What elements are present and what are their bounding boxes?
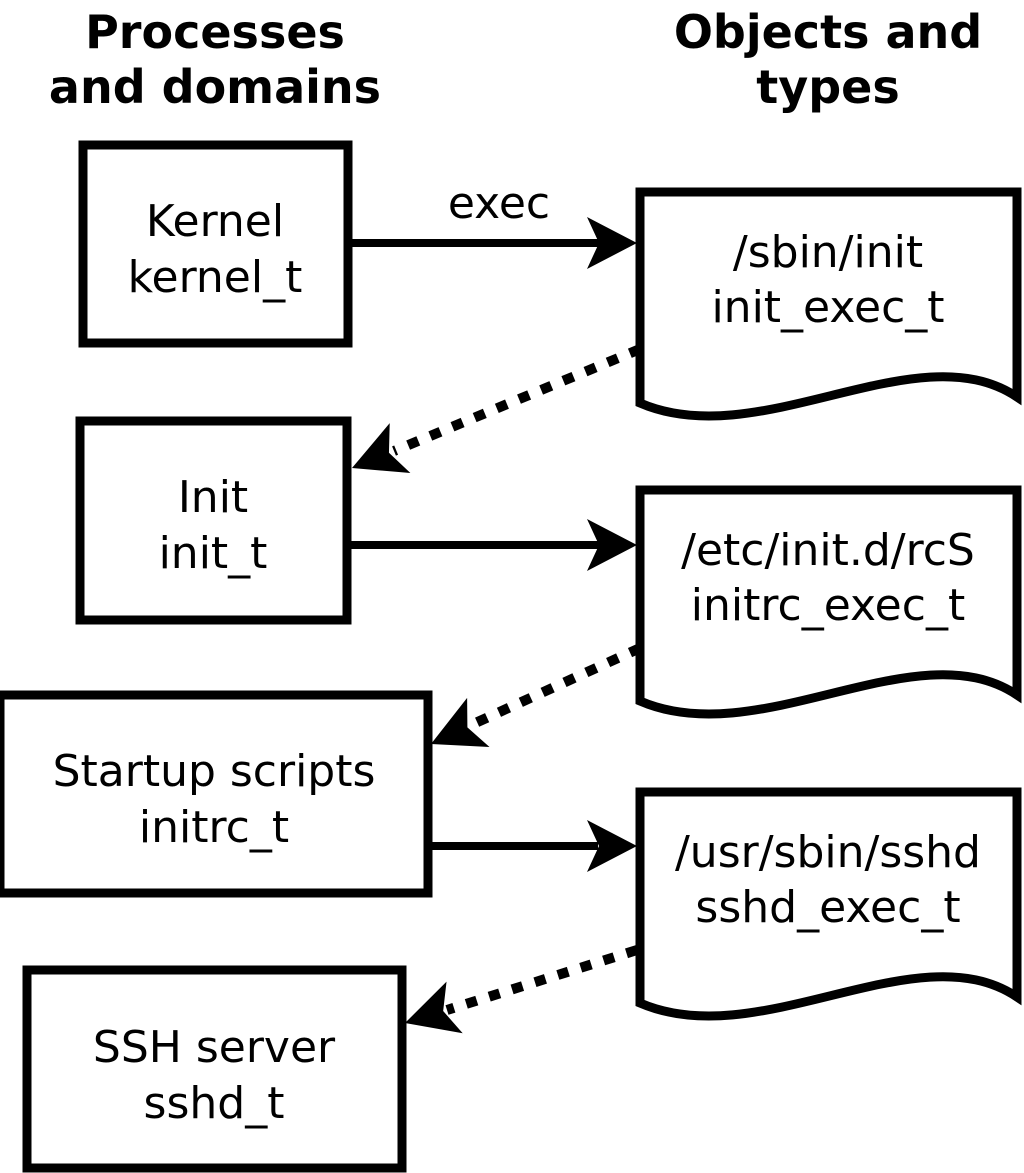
object-sbin-init-path: /sbin/init bbox=[733, 227, 923, 278]
header-objects-line2: types bbox=[756, 60, 899, 114]
transition-arrow-sshd-exec-to-sshd bbox=[405, 945, 639, 1034]
document-shape bbox=[635, 485, 1022, 719]
object-sshd-type: sshd_exec_t bbox=[695, 882, 960, 933]
process-startup-domain: initrc_t bbox=[139, 802, 289, 853]
arrowhead-icon bbox=[405, 981, 463, 1034]
object-rcs-type: initrc_exec_t bbox=[691, 580, 965, 631]
process-ssh-domain: sshd_t bbox=[144, 1078, 285, 1129]
process-ssh-name: SSH server bbox=[93, 1022, 336, 1073]
document-shape bbox=[635, 187, 1022, 421]
process-startup-name: Startup scripts bbox=[53, 746, 376, 797]
process-init-name: Init bbox=[178, 472, 248, 523]
arrowhead-icon bbox=[587, 217, 637, 269]
exec-arrow-startup-to-sshd bbox=[430, 820, 637, 872]
header-processes-line2: and domains bbox=[49, 60, 381, 114]
exec-arrow-label: exec bbox=[448, 178, 550, 229]
process-init-domain: init_t bbox=[159, 528, 268, 579]
process-box-ssh-rect bbox=[22, 965, 407, 1173]
process-box-startup-rect bbox=[0, 690, 433, 898]
process-kernel-domain: kernel_t bbox=[128, 252, 303, 303]
process-box-ssh-server: SSH server sshd_t bbox=[22, 965, 407, 1173]
arrow-shaft-dotted bbox=[468, 643, 643, 730]
column-header-objects: Objects and types bbox=[674, 5, 982, 114]
process-box-kernel-rect bbox=[78, 140, 353, 348]
arrowhead-icon bbox=[587, 820, 637, 872]
object-doc-usr-sbin-sshd: /usr/sbin/sshd sshd_exec_t bbox=[635, 787, 1022, 1021]
process-box-startup-scripts: Startup scripts initrc_t bbox=[0, 690, 433, 898]
object-doc-etc-initd-rcs: /etc/init.d/rcS initrc_exec_t bbox=[635, 485, 1022, 719]
arrowhead-icon bbox=[352, 423, 411, 474]
process-box-kernel: Kernel kernel_t bbox=[78, 140, 353, 348]
arrowhead-icon bbox=[431, 697, 490, 748]
object-doc-sbin-init: /sbin/init init_exec_t bbox=[635, 187, 1022, 421]
header-processes-line1: Processes bbox=[85, 5, 345, 59]
process-box-init-rect bbox=[75, 416, 352, 625]
process-kernel-name: Kernel bbox=[146, 196, 284, 247]
column-header-processes: Processes and domains bbox=[49, 5, 381, 114]
object-sbin-init-type: init_exec_t bbox=[711, 282, 944, 333]
exec-arrow-init-to-rcs bbox=[349, 519, 637, 571]
transition-arrow-initrc-exec-to-initrc bbox=[431, 643, 643, 748]
object-rcs-path: /etc/init.d/rcS bbox=[681, 525, 975, 576]
transition-arrow-init-exec-to-init bbox=[352, 344, 642, 474]
process-box-init: Init init_t bbox=[75, 416, 352, 625]
header-objects-line1: Objects and bbox=[674, 5, 982, 59]
document-shape bbox=[635, 787, 1022, 1021]
arrowhead-icon bbox=[587, 519, 637, 571]
exec-arrow-kernel-to-sbin-init bbox=[350, 217, 637, 269]
arrow-shaft-dotted bbox=[392, 344, 642, 456]
arrow-shaft-dotted bbox=[445, 945, 639, 1015]
object-sshd-path: /usr/sbin/sshd bbox=[675, 827, 981, 878]
